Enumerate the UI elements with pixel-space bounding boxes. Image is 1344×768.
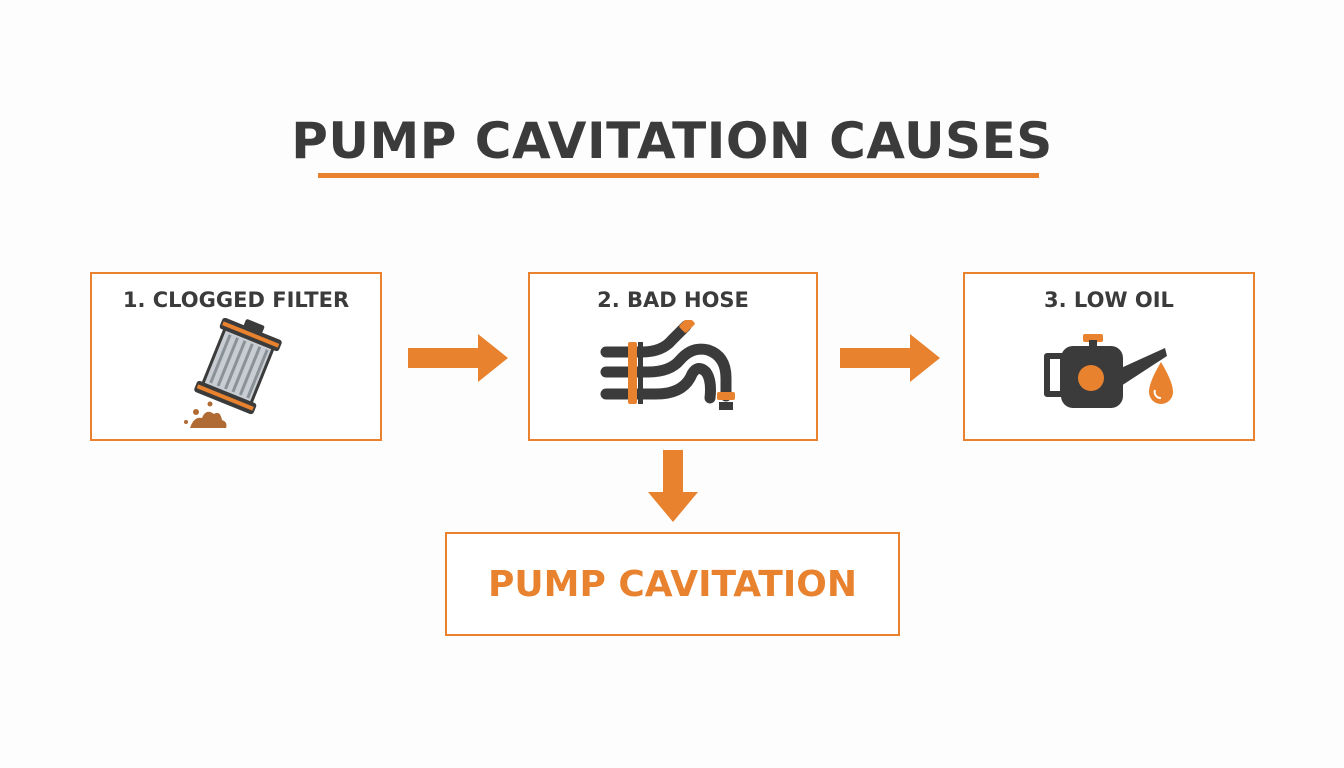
result-box-pump-cavitation: PUMP CAVITATION <box>445 532 900 636</box>
cause-box-low-oil: 3. LOW OIL <box>963 272 1255 441</box>
arrow-right-icon <box>840 334 940 382</box>
clogged-filter-icon <box>184 318 282 428</box>
cause-label: 1. CLOGGED FILTER <box>122 288 350 312</box>
arrow-down-icon <box>648 450 698 522</box>
result-label: PUMP CAVITATION <box>488 564 857 605</box>
cause-label: 3. LOW OIL <box>1044 288 1174 312</box>
cause-box-bad-hose: 2. BAD HOSE <box>528 272 818 441</box>
cause-box-clogged-filter: 1. CLOGGED FILTER <box>90 272 382 441</box>
oil-can-icon <box>1044 334 1173 408</box>
title-underline <box>318 173 1039 178</box>
arrow-right-icon <box>408 334 508 382</box>
cause-label: 2. BAD HOSE <box>597 288 749 312</box>
page-title: PUMP CAVITATION CAUSES <box>291 112 1053 170</box>
bad-hose-icon <box>600 320 735 410</box>
